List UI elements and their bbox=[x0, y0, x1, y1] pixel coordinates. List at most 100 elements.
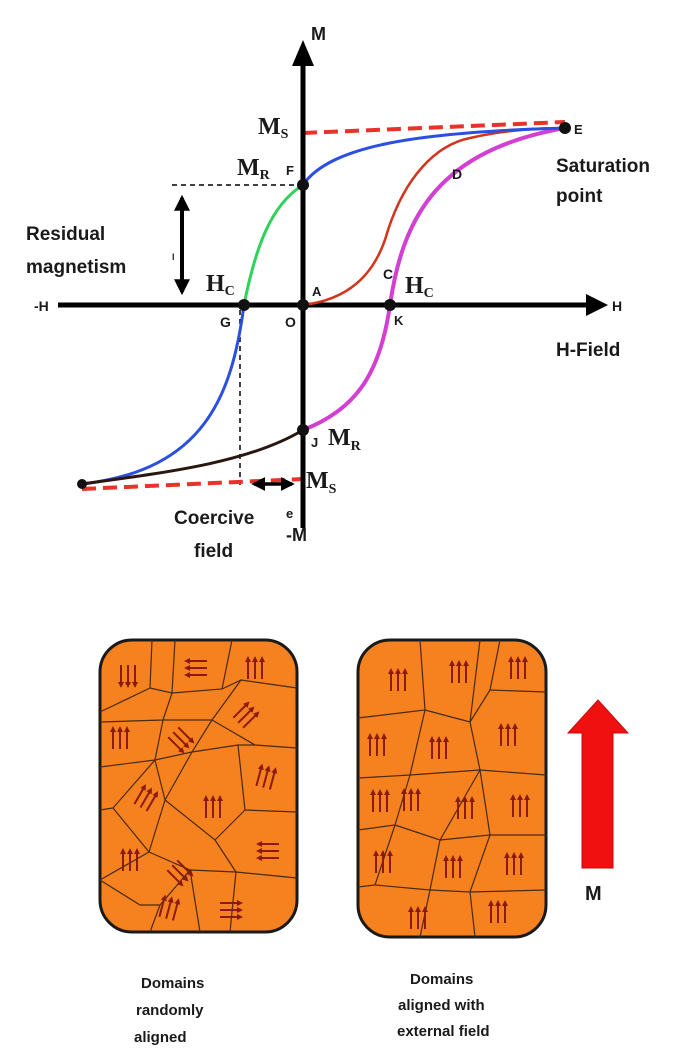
domain-arrow-head bbox=[510, 794, 516, 800]
hc-right-symbol: HC bbox=[405, 273, 434, 301]
domain-arrow-head bbox=[415, 788, 421, 794]
domain-arrow-shaft bbox=[167, 736, 182, 751]
saturation-dash-bottom bbox=[81, 477, 304, 491]
domain-arrow-head bbox=[237, 900, 243, 906]
domain-arrow-head bbox=[456, 660, 462, 666]
domain-arrow-head bbox=[387, 850, 393, 856]
domain-arrow-shaft bbox=[177, 726, 192, 741]
domain-arrow-group bbox=[401, 788, 421, 811]
domain-arrow-group bbox=[110, 726, 130, 749]
domain-arrow-shaft bbox=[237, 709, 252, 724]
residual-label-line1: Residual bbox=[26, 224, 105, 245]
domain-arrow-group bbox=[120, 848, 140, 871]
saturation-label-line1: Saturation bbox=[556, 156, 650, 177]
domain-arrow-head bbox=[127, 848, 133, 854]
domain-arrow-head bbox=[401, 788, 407, 794]
domain-arrow-head bbox=[140, 784, 146, 791]
domain-arrow-group bbox=[158, 894, 181, 921]
mr-bottom-symbol: MR bbox=[328, 425, 362, 454]
domain-arrow-head bbox=[187, 870, 194, 877]
small-l-mark: l bbox=[172, 252, 175, 262]
domain-arrow-group bbox=[245, 656, 265, 679]
domain-arrow-head bbox=[512, 723, 518, 729]
domain-arrow-group bbox=[370, 789, 390, 812]
domain-arrow-head bbox=[117, 726, 123, 732]
domain-arrow-head bbox=[408, 788, 414, 794]
dark-lower-curve bbox=[81, 428, 304, 486]
domain-arrow-head bbox=[498, 723, 504, 729]
domain-arrow-head bbox=[429, 736, 435, 742]
domain-arrow-head bbox=[455, 796, 461, 802]
ms-bottom-symbol: MS bbox=[306, 468, 337, 497]
point-f-label: F bbox=[286, 163, 294, 178]
point-j-label: J bbox=[311, 435, 318, 450]
domain-arrow-head bbox=[367, 733, 373, 739]
domain-arrow-head bbox=[402, 668, 408, 674]
domain-arrow-shaft bbox=[158, 899, 166, 918]
point-e-small-label: e bbox=[286, 506, 293, 521]
point-a-dot bbox=[297, 299, 309, 311]
domain-arrow-group bbox=[510, 794, 530, 817]
domain-arrow-head bbox=[256, 841, 262, 847]
aligned-caption-line1: Domains bbox=[410, 971, 473, 988]
m-axis-arrowhead bbox=[292, 40, 314, 66]
domain-arrow-head bbox=[463, 660, 469, 666]
point-g-dot bbox=[238, 299, 250, 311]
domain-arrow-shaft bbox=[172, 731, 187, 746]
point-a-label: A bbox=[312, 284, 322, 299]
domain-arrow-head bbox=[522, 656, 528, 662]
domain-arrow-head bbox=[515, 656, 521, 662]
domain-arrow-head bbox=[120, 848, 126, 854]
point-j-dot bbox=[297, 424, 309, 436]
h-axis-left-label: -H bbox=[34, 298, 49, 314]
domain-arrow-group bbox=[508, 656, 528, 679]
domain-arrow-head bbox=[118, 682, 124, 688]
random-caption-line3: aligned bbox=[134, 1029, 187, 1046]
saturation-dash-top bbox=[302, 120, 566, 135]
point-neg-sat-dot bbox=[77, 479, 87, 489]
domain-arrow-head bbox=[488, 900, 494, 906]
domain-arrow-shaft bbox=[171, 902, 179, 921]
mr-top-symbol: MR bbox=[237, 155, 271, 183]
domain-arrow-shaft bbox=[171, 864, 186, 879]
h-field-label: H-Field bbox=[556, 340, 620, 361]
point-k-dot bbox=[384, 299, 396, 311]
domain-arrow-head bbox=[184, 665, 190, 671]
coercive-label-line2: field bbox=[194, 541, 233, 562]
domain-arrow-head bbox=[511, 852, 517, 858]
domain-arrow-shaft bbox=[262, 769, 269, 788]
domain-arrow-head bbox=[374, 733, 380, 739]
domain-arrow-group bbox=[255, 763, 278, 790]
aligned-domains-box bbox=[356, 638, 548, 939]
domain-arrow-head bbox=[259, 656, 265, 662]
domain-arrow-head bbox=[443, 855, 449, 861]
domain-arrow-group bbox=[429, 736, 449, 759]
domain-arrow-head bbox=[505, 723, 511, 729]
domain-arrow-head bbox=[264, 765, 271, 772]
domain-arrow-head bbox=[237, 914, 243, 920]
domain-arrow-group bbox=[373, 850, 393, 873]
domain-arrow-head bbox=[124, 726, 130, 732]
random-caption-line2: randomly bbox=[136, 1002, 204, 1019]
aligned-caption-line2: aligned with bbox=[398, 997, 485, 1014]
domain-arrow-head bbox=[125, 682, 131, 688]
domain-arrow-head bbox=[436, 736, 442, 742]
domain-arrow-head bbox=[217, 795, 223, 801]
domain-arrow-head bbox=[422, 906, 428, 912]
domain-arrow-head bbox=[450, 855, 456, 861]
domain-arrow-head bbox=[462, 796, 468, 802]
domain-arrow-group bbox=[367, 733, 387, 756]
domain-arrow-head bbox=[370, 789, 376, 795]
domain-arrow-shaft bbox=[133, 787, 145, 805]
domain-arrow-group bbox=[184, 658, 207, 678]
aligned-domains-caption: Domains aligned with external field bbox=[397, 971, 490, 1040]
blue-lower-curve bbox=[81, 304, 246, 486]
domain-arrow-head bbox=[256, 855, 262, 861]
domain-arrow-head bbox=[167, 896, 174, 903]
m-axis-bottom-label: -M bbox=[286, 525, 307, 545]
point-c-label: C bbox=[383, 266, 393, 282]
domain-arrow-head bbox=[381, 733, 387, 739]
green-curve bbox=[242, 183, 304, 306]
